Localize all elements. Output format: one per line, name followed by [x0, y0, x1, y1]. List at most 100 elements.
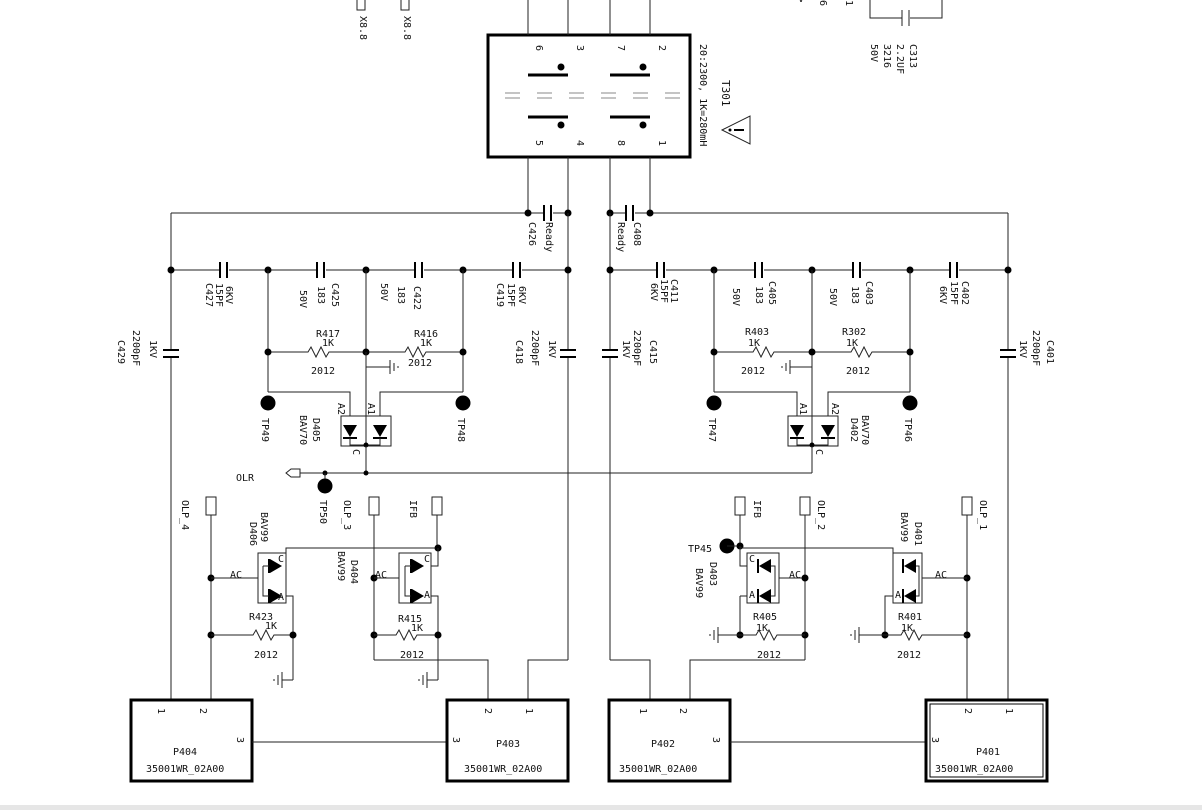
d404-a-pin: A — [424, 590, 430, 601]
r417-ref: R417 — [316, 329, 340, 340]
d405-part: BAV70 — [297, 415, 308, 445]
tp48-label: TP48 — [455, 418, 466, 442]
top-left-label-1: X8.8 — [357, 16, 368, 40]
ifb-label-right: IFB — [751, 500, 762, 518]
tp45-label: TP45 — [688, 544, 712, 555]
c401-voltage: 1KV — [1017, 340, 1028, 358]
t301-pin-8: 8 — [615, 140, 626, 146]
c411-value: 15PF — [658, 279, 669, 303]
r415-value: 1K — [411, 623, 423, 634]
top-left-parts: X8.8 X8.8 — [356, 0, 412, 40]
t301-pin-6: 6 — [533, 45, 544, 51]
c415-voltage: 1KV — [620, 340, 631, 358]
p402-ref: P402 — [651, 739, 675, 750]
d402-part: BAV70 — [859, 415, 870, 445]
p404-ref: P404 — [173, 747, 197, 758]
c419-value: 15PF — [505, 283, 516, 307]
left-cap-rail: 6KV 15PF C427 C425 183 50V 50V 183 C422 … — [167, 213, 572, 700]
window-bottom-edge — [0, 805, 1202, 810]
c408-value: Ready — [615, 222, 626, 252]
c402-value: 15PF — [948, 281, 959, 305]
r416-package: 2012 — [408, 358, 432, 369]
d403-c-pin: C — [749, 554, 755, 565]
d406-block: OLP_4 AC D406 BAV99 C A R423 1K 2012 — [179, 496, 438, 700]
transformer-leads: C426 Ready C408 Ready — [171, 157, 1008, 252]
vertical-caps: C429 2200pF 1KV C418 2200pF 1KV 1KV 2200… — [115, 330, 1055, 366]
c415-ref: C415 — [647, 340, 658, 364]
c403-ref: C403 — [863, 281, 874, 305]
c313-value: 2.2UF — [894, 44, 905, 74]
r416-ref: R416 — [414, 329, 438, 340]
r415-ref: R415 — [398, 614, 422, 625]
svg-text:6: 6 — [817, 0, 828, 6]
tp46-label: TP46 — [902, 418, 913, 442]
p402-pin-3: 3 — [710, 737, 721, 743]
d401-a-pin: A — [895, 590, 901, 601]
p401-ref: P401 — [976, 747, 1000, 758]
c427-value: 15PF — [213, 283, 224, 307]
c429-voltage: 1KV — [147, 340, 158, 358]
t301-ratio: 20:2300, 1K=280mH — [697, 44, 708, 146]
r403-value: 1K — [748, 338, 760, 349]
c313-ref: C313 — [907, 44, 918, 68]
r415-package: 2012 — [400, 650, 424, 661]
t301-pin-2: 2 — [656, 45, 667, 51]
d403-ac-pin: AC — [789, 570, 801, 581]
c429-value: 2200pF — [130, 330, 141, 366]
r417-package: 2012 — [311, 366, 335, 377]
left-sense-network: R417 1K 2012 R416 1K 2012 TP49 TP48 A2 A… — [259, 270, 471, 473]
olr-label: OLR — [236, 473, 255, 484]
p403-pin-2: 2 — [482, 708, 493, 714]
c427-voltage: 6KV — [223, 286, 234, 304]
d404-ref: D404 — [348, 560, 359, 584]
c425-value: 183 — [315, 286, 326, 304]
p402-part: 35001WR_02A00 — [619, 764, 697, 775]
c418-value: 2200pF — [529, 330, 540, 366]
c415-value: 2200pF — [631, 330, 642, 366]
olp1-label: OLP_1 — [977, 500, 988, 530]
t301-pin-3: 3 — [574, 45, 585, 51]
c405-voltage: 50V — [730, 288, 741, 306]
c402-voltage: 6KV — [937, 286, 948, 304]
d401-ac-pin: AC — [935, 570, 947, 581]
p404-part: 35001WR_02A00 — [146, 764, 224, 775]
d401-part: BAV99 — [898, 512, 909, 542]
c425-ref: C425 — [329, 283, 340, 307]
r401-value: 1K — [901, 623, 913, 634]
c419-voltage: 6KV — [516, 286, 527, 304]
p401-part: 35001WR_02A00 — [935, 764, 1013, 775]
c313-package: 3216 — [881, 44, 892, 68]
d403-a-pin: A — [749, 590, 755, 601]
c408-ref: C408 — [631, 222, 642, 246]
d405-a2-pin: A2 — [335, 403, 346, 415]
c429-ref: C429 — [115, 340, 126, 364]
c422-ref: C422 — [411, 286, 422, 310]
c402-ref: C402 — [959, 281, 970, 305]
p402-pin-1: 1 — [637, 708, 648, 714]
p402-pin-2: 2 — [677, 708, 688, 714]
c405-value: 183 — [753, 286, 764, 304]
c405-ref: C405 — [766, 281, 777, 305]
r302-value: 1K — [846, 338, 858, 349]
d403-part: BAV99 — [693, 568, 704, 598]
p404-pin-2: 2 — [197, 708, 208, 714]
c422-voltage: 50V — [378, 283, 389, 301]
d402-c-pin: C — [813, 449, 824, 455]
p403-pin-3: 3 — [450, 737, 461, 743]
r405-package: 2012 — [757, 650, 781, 661]
r302-package: 2012 — [846, 366, 870, 377]
p404-pin-3: 3 — [234, 737, 245, 743]
t301-pin-4: 4 — [574, 140, 585, 146]
ifb-label-left: IFB — [407, 500, 418, 518]
r423-ref: R423 — [249, 612, 273, 623]
p403-ref: P403 — [496, 739, 520, 750]
d404-block: OLP_3 IFB AC D404 BAV99 C A R415 1K 2012 — [335, 496, 568, 700]
t301-ref: T301 — [719, 80, 732, 107]
r401-ref: R401 — [898, 612, 922, 623]
tp50-label: TP50 — [317, 500, 328, 524]
warning-icon — [720, 115, 751, 145]
d406-part: BAV99 — [258, 512, 269, 542]
d403-ref: D403 — [707, 562, 718, 586]
c426-ref: C426 — [526, 222, 537, 246]
d401-ref: D401 — [912, 522, 923, 546]
